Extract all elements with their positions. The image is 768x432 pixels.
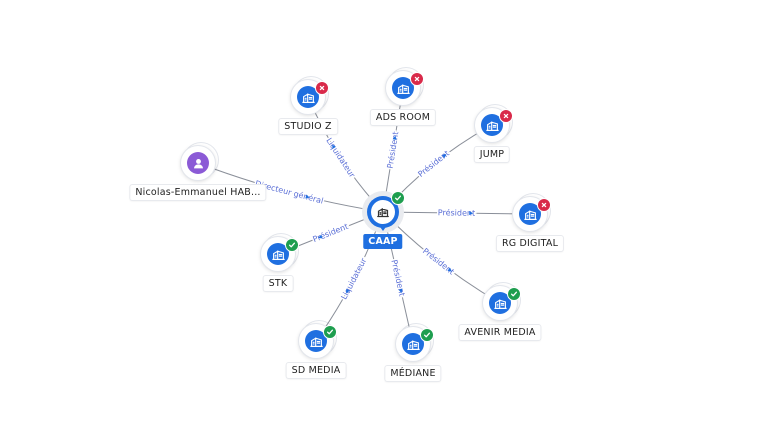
company-3-label: RG DIGITAL (496, 236, 564, 251)
company-6-edge-arrow (346, 288, 350, 294)
building-icon (297, 86, 319, 108)
person-icon (187, 152, 209, 174)
company-7-edge-arrow (318, 234, 323, 239)
building-icon (305, 330, 327, 352)
building-icon (481, 114, 503, 136)
close-icon (315, 81, 329, 95)
check-icon (285, 238, 299, 252)
company-1-edge-label: Président (385, 131, 401, 169)
person-edge-arrow (305, 194, 310, 199)
company-7-label: STK (263, 276, 293, 291)
company-5-label: MÉDIANE (385, 366, 441, 381)
company-5-edge-label: Président (389, 259, 407, 298)
check-icon (323, 325, 337, 339)
close-icon (537, 198, 551, 212)
company-5-edge-arrow (398, 288, 403, 294)
company-2-label: JUMP (474, 147, 510, 162)
company-2-edge-label: Président (416, 148, 451, 179)
pin-pointer (378, 224, 388, 231)
building-icon (267, 243, 289, 265)
building-icon (402, 333, 424, 355)
building-icon (392, 77, 414, 99)
company-0-edge-label: Liquidateur (324, 136, 357, 180)
company-4-label: AVENIR MEDIA (459, 325, 541, 340)
company-1-edge-arrow (392, 135, 397, 140)
company-4-edge-arrow (447, 267, 452, 272)
company-1-label: ADS ROOM (370, 110, 436, 125)
building-icon (489, 292, 511, 314)
center-label: CAAP (363, 234, 403, 249)
company-0-label: STUDIO Z (279, 119, 337, 134)
company-0-edge-arrow (332, 144, 336, 149)
company-2-edge-arrow (441, 154, 447, 159)
person-label: Nicolas-Emmanuel HAB... (130, 185, 266, 200)
person-edge (197, 162, 384, 213)
company-3-edge-label: Président (438, 207, 475, 218)
check-icon (507, 287, 521, 301)
company-7-edge-label: Président (311, 221, 349, 244)
company-4-edge-label: Président (421, 246, 457, 277)
building-icon (371, 200, 395, 224)
company-6-edge-label: Liquidateur (339, 256, 368, 301)
close-icon (410, 72, 424, 86)
check-icon (420, 328, 434, 342)
company-3-edge-arrow (469, 211, 474, 216)
check-icon (391, 191, 405, 205)
close-icon (499, 109, 513, 123)
building-icon (519, 203, 541, 225)
company-6-label: SD MEDIA (286, 363, 346, 378)
